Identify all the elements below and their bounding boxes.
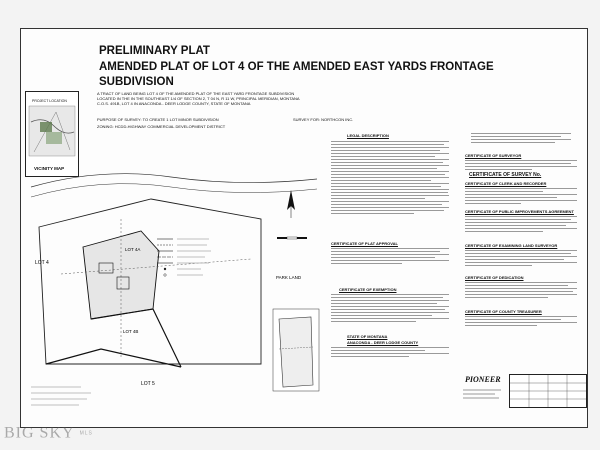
road-line	[30, 183, 318, 198]
description-line: LOCATED IN THE IN THE SOUTHEAST 1/4 OF S…	[97, 96, 300, 101]
firm-logo: PIONEER	[465, 375, 501, 384]
survey-for-label: SURVEY FOR: NORTHCON INC.	[293, 117, 354, 122]
north-arrow	[287, 190, 295, 218]
exemption-heading: CERTIFICATE OF EXEMPTION	[339, 287, 397, 292]
legal-description-heading: LEGAL DESCRIPTION	[347, 133, 389, 138]
legal-description-text	[331, 141, 449, 216]
clerk-text	[465, 188, 577, 206]
public-improvements-text	[465, 216, 577, 234]
plat-drawing: LOT 4 LOT 4A LOT 4B LOT 5 PARK LAND	[30, 173, 320, 406]
state-label: STATE OF MONTANA	[347, 334, 388, 339]
title-block	[509, 374, 587, 408]
vicinity-map: PROJECT LOCATION VICINITY MAP	[25, 91, 79, 177]
county-label: ANACONDA - DEER LODGE COUNTY	[347, 340, 419, 345]
purpose-of-survey: PURPOSE OF SURVEY: TO CREATE 1 LOT MINOR…	[97, 117, 219, 122]
dedication-heading: CERTIFICATE OF DEDICATION	[465, 275, 524, 280]
structure-outline	[98, 262, 114, 274]
watermark-suffix: MLS	[79, 430, 93, 437]
examining-surveyor-heading: CERTIFICATE OF EXAMINING LAND SURVEYOR	[465, 243, 558, 248]
watermark-brand: BIG SKY	[4, 424, 75, 442]
inset-detail	[272, 308, 320, 392]
notary-text	[331, 347, 449, 359]
treasurer-heading: CERTIFICATE OF COUNTY TREASURER	[465, 309, 542, 314]
firm-info-lines	[463, 389, 501, 399]
tract-description: A TRACT OF LAND BEING LOT 4 OF THE AMEND…	[97, 91, 300, 106]
plat-approval-heading: CERTIFICATE OF PLAT APPROVAL	[331, 241, 398, 246]
big-sky-mls-watermark: BIG SKY MLS	[4, 424, 93, 442]
lot-label-right: PARK LAND	[276, 275, 302, 280]
preliminary-label: PRELIMINARY PLAT	[99, 45, 210, 57]
scale-bar	[277, 236, 307, 240]
surveyor-text	[465, 160, 577, 172]
treasurer-text	[465, 316, 577, 328]
clerk-heading: CERTIFICATE OF CLERK AND RECORDER	[465, 181, 547, 186]
plat-approval-text	[331, 248, 449, 266]
plat-legend	[157, 238, 211, 277]
lot-label-bottom: LOT 5	[141, 381, 155, 387]
road-line	[30, 173, 318, 188]
survey-number-heading: CERTIFICATE OF SURVEY No.	[469, 172, 542, 178]
exemption-text	[331, 294, 449, 324]
lot-line	[90, 308, 182, 368]
dedication-text	[465, 282, 577, 300]
plat-notes	[31, 386, 91, 406]
lot-label-mid: LOT 4A	[125, 247, 140, 252]
surveyor-heading: CERTIFICATE OF SURVEYOR	[465, 153, 522, 158]
vicinity-map-label: VICINITY MAP	[34, 166, 65, 171]
lot-line	[45, 348, 182, 368]
parcel-boundary	[38, 198, 262, 365]
zoning-label: ZONING: HCDD-HIGHWAY COMMERCIAL DEVELOPM…	[97, 124, 226, 129]
plat-title: AMENDED PLAT OF LOT 4 OF THE AMENDED EAS…	[99, 61, 494, 73]
structure-outline	[116, 276, 130, 290]
examining-surveyor-text	[465, 250, 577, 268]
description-line: C.O.S. 491B, LOT 4 IN ANACONDA - DEER LO…	[97, 101, 251, 106]
public-improvements-heading: CERTIFICATE OF PUBLIC IMPROVEMENTS AGREE…	[465, 209, 574, 214]
vicinity-map-drawing	[28, 105, 76, 157]
project-location-label: PROJECT LOCATION	[32, 99, 67, 103]
lot-label-left: LOT 4	[35, 260, 49, 266]
plat-title-line2: SUBDIVISION	[99, 76, 174, 88]
description-line: A TRACT OF LAND BEING LOT 4 OF THE AMEND…	[97, 91, 295, 96]
survey-note-text	[471, 133, 571, 145]
lot-label-lower: LOT 4B	[123, 329, 138, 334]
sheet-border: PRELIMINARY PLAT AMENDED PLAT OF LOT 4 O…	[20, 28, 588, 428]
